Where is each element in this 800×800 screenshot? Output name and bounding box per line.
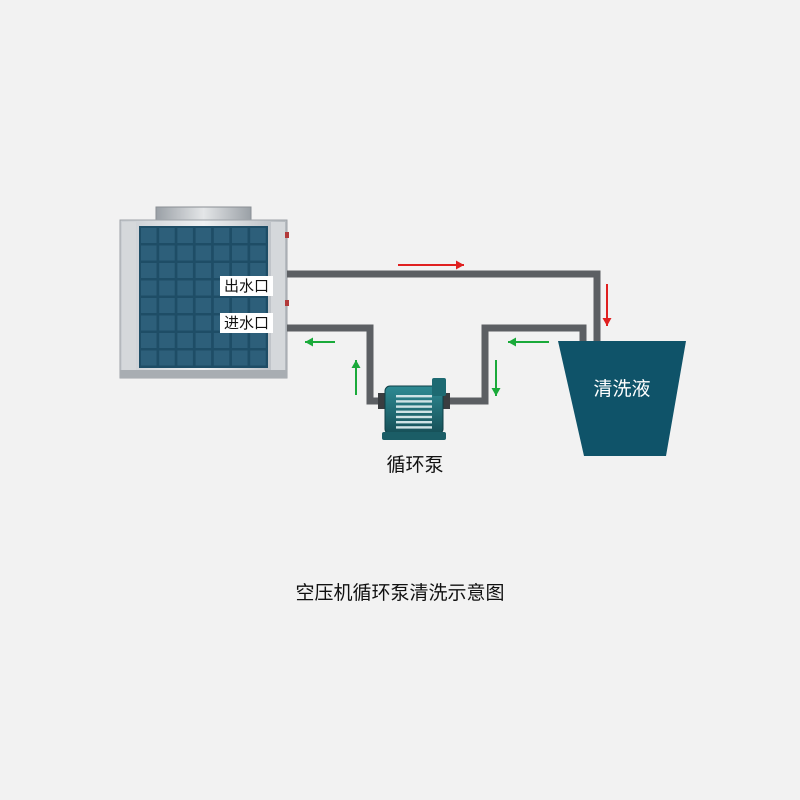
- coil-cell: [195, 228, 212, 243]
- coil-cell: [141, 298, 157, 313]
- coil-cell: [195, 280, 212, 296]
- coil-cell: [250, 228, 266, 243]
- inlet-label: 进水口: [220, 313, 274, 333]
- circulation-pump-icon: [378, 378, 450, 440]
- coil-cell: [159, 245, 175, 261]
- cleaning-fluid-tank-icon: [558, 341, 686, 456]
- coil-cell: [213, 245, 230, 261]
- coil-cell: [177, 350, 193, 366]
- flow-arrow-icon: [491, 360, 501, 396]
- coil-cell: [177, 333, 193, 348]
- coil-cell: [159, 228, 175, 243]
- tank-label: 清洗液: [593, 378, 651, 400]
- outlet-label: 出水口: [220, 276, 274, 296]
- coil-cell: [213, 263, 230, 278]
- coil-cell: [250, 245, 266, 261]
- coil-cell: [213, 228, 230, 243]
- coil-cell: [232, 245, 248, 261]
- coil-cell: [177, 263, 193, 278]
- pump-label: 循环泵: [386, 454, 444, 476]
- coil-cell: [177, 315, 193, 331]
- coil-cell: [159, 263, 175, 278]
- coil-cell: [159, 333, 175, 348]
- coil-cell: [159, 280, 175, 296]
- coil-cell: [159, 298, 175, 313]
- coil-cell: [177, 228, 193, 243]
- coil-cell: [195, 298, 212, 313]
- coil-cell: [250, 263, 266, 278]
- pump-fin: [396, 400, 432, 403]
- pump-fin: [396, 421, 432, 424]
- coil-cell: [213, 298, 230, 313]
- coil-cell: [141, 263, 157, 278]
- coil-cell: [141, 333, 157, 348]
- coil-cell: [195, 245, 212, 261]
- coil-cell: [232, 228, 248, 243]
- coil-cell: [232, 263, 248, 278]
- coil-cell: [213, 333, 230, 348]
- coil-cell: [195, 315, 212, 331]
- flow-arrow-icon: [305, 337, 335, 347]
- coil-cell: [232, 298, 248, 313]
- outlet-pipe: [287, 270, 601, 350]
- coil-cell: [232, 333, 248, 348]
- pump-fin: [396, 426, 432, 429]
- coil-cell: [250, 298, 266, 313]
- pump-fin: [396, 410, 432, 413]
- coil-cell: [141, 315, 157, 331]
- coil-cell: [177, 280, 193, 296]
- coil-cell: [250, 350, 266, 366]
- coil-cell: [232, 350, 248, 366]
- coil-cell: [213, 350, 230, 366]
- coil-cell: [141, 245, 157, 261]
- flow-arrow-icon: [602, 284, 612, 326]
- flow-arrows: [305, 260, 612, 396]
- coil-cell: [177, 245, 193, 261]
- coil-cell: [141, 228, 157, 243]
- pump-fin: [396, 415, 432, 419]
- coil-cell: [141, 350, 157, 366]
- inlet-pipe: [287, 324, 382, 405]
- return-pipe: [446, 324, 587, 405]
- flow-arrow-icon: [351, 360, 361, 395]
- pump-fin: [396, 395, 432, 398]
- coil-cell: [195, 350, 212, 366]
- coil-cell: [177, 298, 193, 313]
- coil-cell: [195, 333, 212, 348]
- diagram-caption: 空压机循环泵清洗示意图: [295, 582, 505, 604]
- air-compressor-unit-icon: [119, 206, 289, 379]
- flow-arrow-icon: [398, 260, 464, 270]
- coil-cell: [250, 333, 266, 348]
- coil-cell: [159, 350, 175, 366]
- pump-fin: [396, 405, 432, 408]
- coil-cell: [195, 263, 212, 278]
- coil-cell: [141, 280, 157, 296]
- flow-arrow-icon: [508, 337, 549, 347]
- coil-cell: [159, 315, 175, 331]
- pump-fins: [396, 395, 432, 429]
- coil-grid: [139, 226, 268, 368]
